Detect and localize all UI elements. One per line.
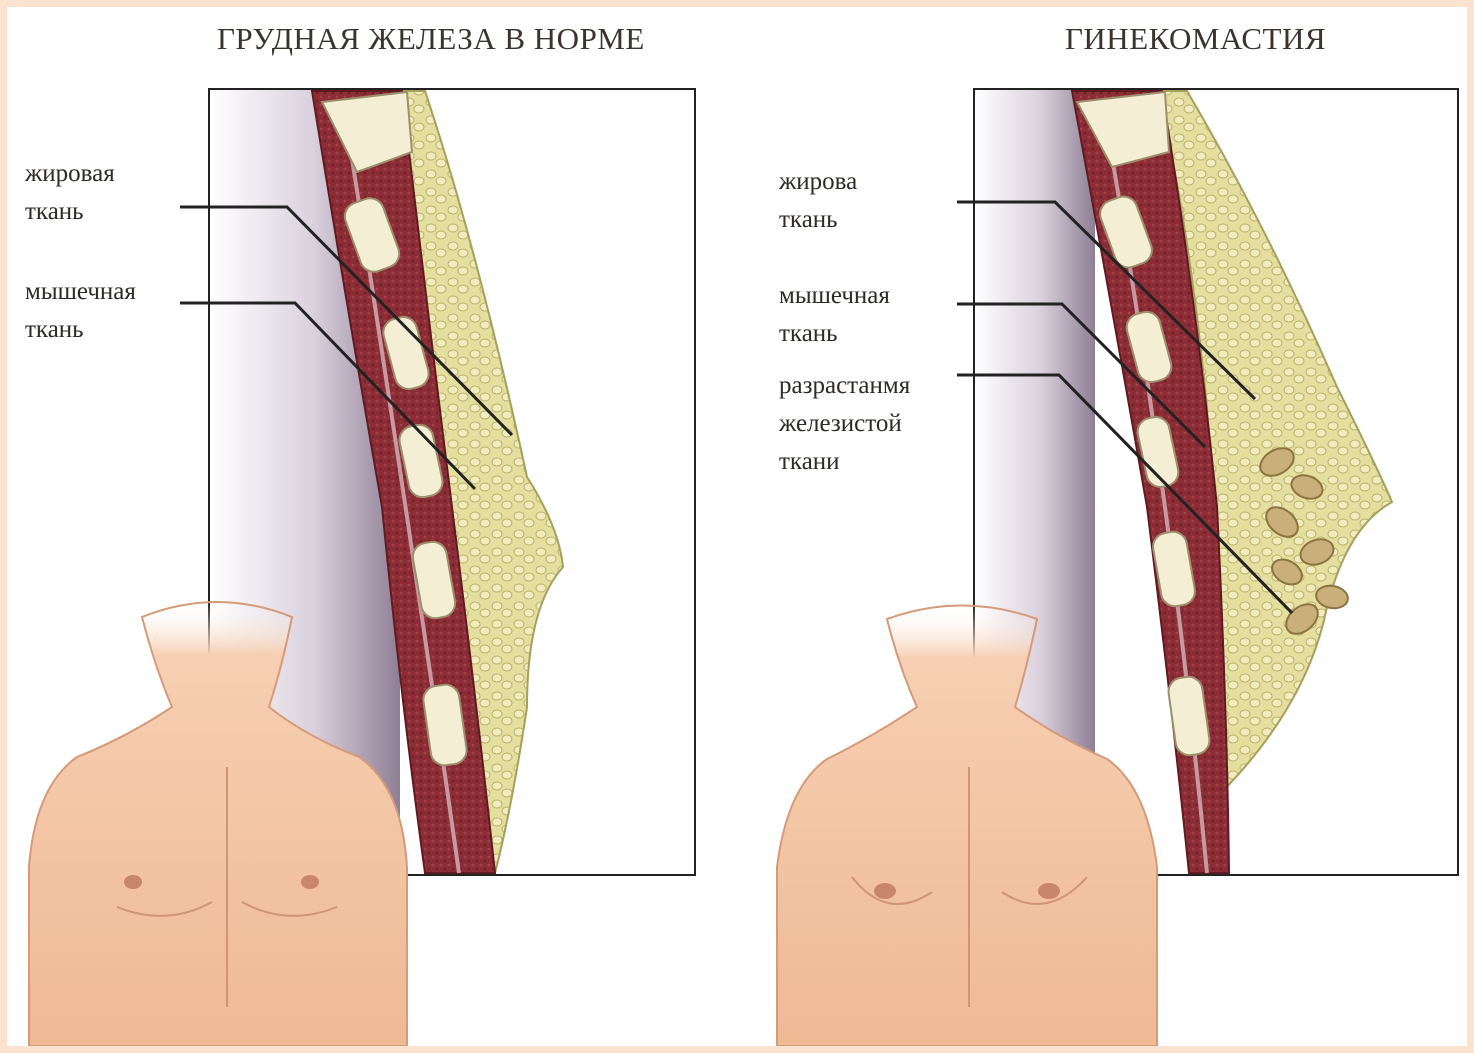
panel-normal-illustration <box>29 89 695 1046</box>
nipple-right-normal <box>301 875 319 889</box>
label-line: жирова <box>779 163 857 201</box>
nipple-right-gynecomastia <box>1038 883 1060 899</box>
label-muscle-tissue-normal: мышечная ткань <box>25 273 136 349</box>
label-fat-tissue-normal: жировая ткань <box>25 155 115 231</box>
label-line: мышечная <box>25 273 136 311</box>
title-gynecomastia: ГИНЕКОМАСТИЯ <box>1065 21 1326 57</box>
diagram-illustration <box>7 7 1467 1046</box>
panel-gynecomastia-illustration <box>777 89 1458 1046</box>
label-line: ткани <box>779 443 910 481</box>
label-line: разрастанмя <box>779 367 910 405</box>
label-line: железистой <box>779 405 910 443</box>
title-normal: ГРУДНАЯ ЖЕЛЕЗА В НОРМЕ <box>217 21 645 57</box>
label-line: ткань <box>779 201 857 239</box>
label-line: ткань <box>779 315 890 353</box>
label-glandular-growth-gynecomastia: разрастанмя железистой ткани <box>779 367 910 481</box>
label-fat-tissue-gynecomastia: жирова ткань <box>779 163 857 239</box>
label-line: ткань <box>25 311 136 349</box>
label-line: ткань <box>25 193 115 231</box>
diagram-canvas: ГРУДНАЯ ЖЕЛЕЗА В НОРМЕ ГИНЕКОМАСТИЯ жиро… <box>7 7 1467 1046</box>
nipple-left-normal <box>124 875 142 889</box>
nipple-left-gynecomastia <box>874 883 896 899</box>
label-line: мышечная <box>779 277 890 315</box>
label-line: жировая <box>25 155 115 193</box>
label-muscle-tissue-gynecomastia: мышечная ткань <box>779 277 890 353</box>
